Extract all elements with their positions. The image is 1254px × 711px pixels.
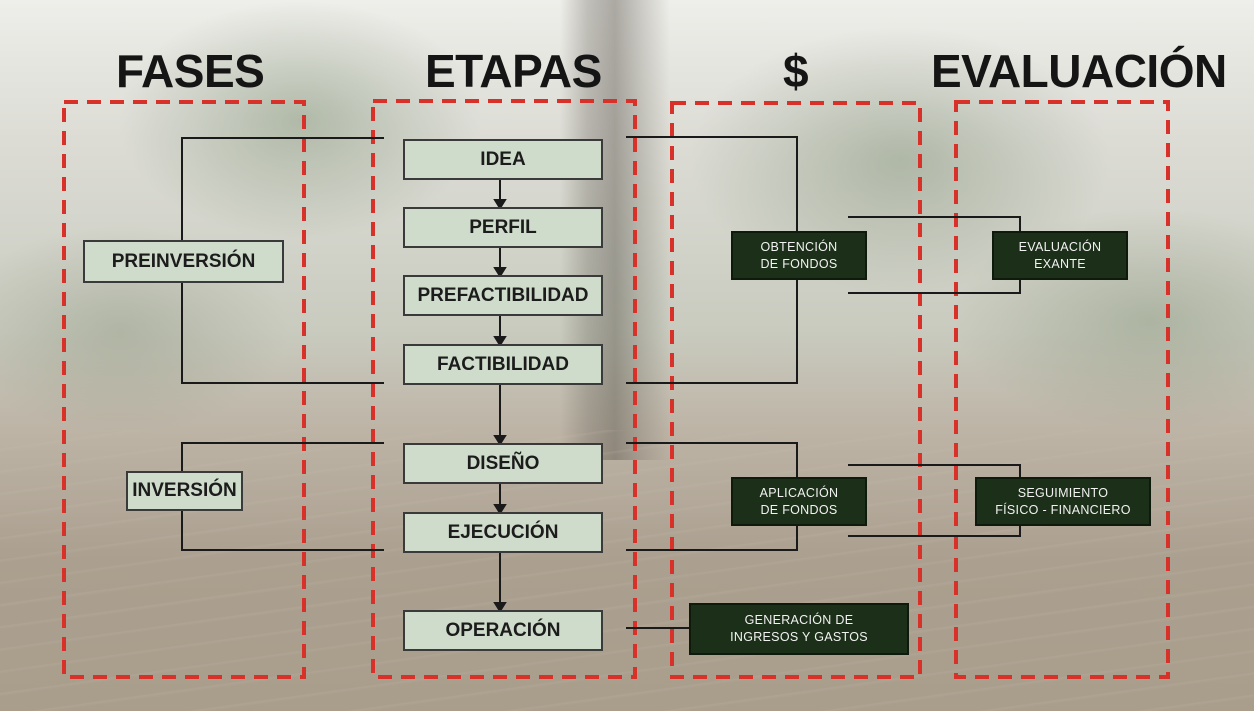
header-money: $ xyxy=(783,45,809,97)
arrowhead-perfil-prefactibilidad xyxy=(493,267,507,278)
seguimiento-box: SEGUIMIENTO FÍSICO - FINANCIERO xyxy=(975,477,1151,526)
evaluacion-column-frame xyxy=(954,100,1170,679)
arrowhead-ejecucion-operacion xyxy=(493,602,507,613)
seguimiento-line1: SEGUIMIENTO xyxy=(1017,485,1109,500)
etapas-column-frame xyxy=(371,99,637,679)
aplicacion-fondos-box: APLICACIÓN DE FONDOS xyxy=(731,477,867,526)
arrowhead-idea-perfil xyxy=(493,199,507,210)
etapa-idea-box: IDEA xyxy=(403,139,603,180)
etapa-prefactibilidad-box: PREFACTIBILIDAD xyxy=(403,275,603,316)
header-etapas: ETAPAS xyxy=(425,45,602,97)
evaluacion-exante-box: EVALUACIÓN EXANTE xyxy=(992,231,1128,280)
aplicacion-fondos-line1: APLICACIÓN xyxy=(759,485,839,500)
money-column-frame xyxy=(670,101,922,679)
arrowhead-diseno-ejecucion xyxy=(493,504,507,515)
etapa-diseno-box: DISEÑO xyxy=(403,443,603,484)
header-evaluacion: EVALUACIÓN xyxy=(931,45,1227,97)
etapa-factibilidad-box: FACTIBILIDAD xyxy=(403,344,603,385)
arrowhead-prefactibilidad-factibilidad xyxy=(493,336,507,347)
generacion-ingresos-box: GENERACIÓN DE INGRESOS Y GASTOS xyxy=(689,603,909,655)
seguimiento-line2: FÍSICO - FINANCIERO xyxy=(995,502,1131,517)
generacion-ingresos-line2: INGRESOS Y GASTOS xyxy=(730,630,868,644)
header-fases: FASES xyxy=(116,45,265,97)
evaluacion-exante-line1: EVALUACIÓN xyxy=(1018,239,1102,254)
arrowhead-factibilidad-diseno xyxy=(493,435,507,446)
aplicacion-fondos-line2: DE FONDOS xyxy=(760,502,838,517)
obtencion-fondos-line2: DE FONDOS xyxy=(760,256,838,271)
fase-inversion-box: INVERSIÓN xyxy=(126,471,243,511)
fase-preinversion-box: PREINVERSIÓN xyxy=(83,240,284,283)
etapa-perfil-box: PERFIL xyxy=(403,207,603,248)
obtencion-fondos-box: OBTENCIÓN DE FONDOS xyxy=(731,231,867,280)
evaluacion-exante-line2: EXANTE xyxy=(1034,256,1086,271)
etapa-operacion-box: OPERACIÓN xyxy=(403,610,603,651)
etapa-ejecucion-box: EJECUCIÓN xyxy=(403,512,603,553)
fases-column-frame xyxy=(62,100,306,679)
generacion-ingresos-line1: GENERACIÓN DE xyxy=(744,613,854,627)
obtencion-fondos-line1: OBTENCIÓN xyxy=(760,239,838,254)
